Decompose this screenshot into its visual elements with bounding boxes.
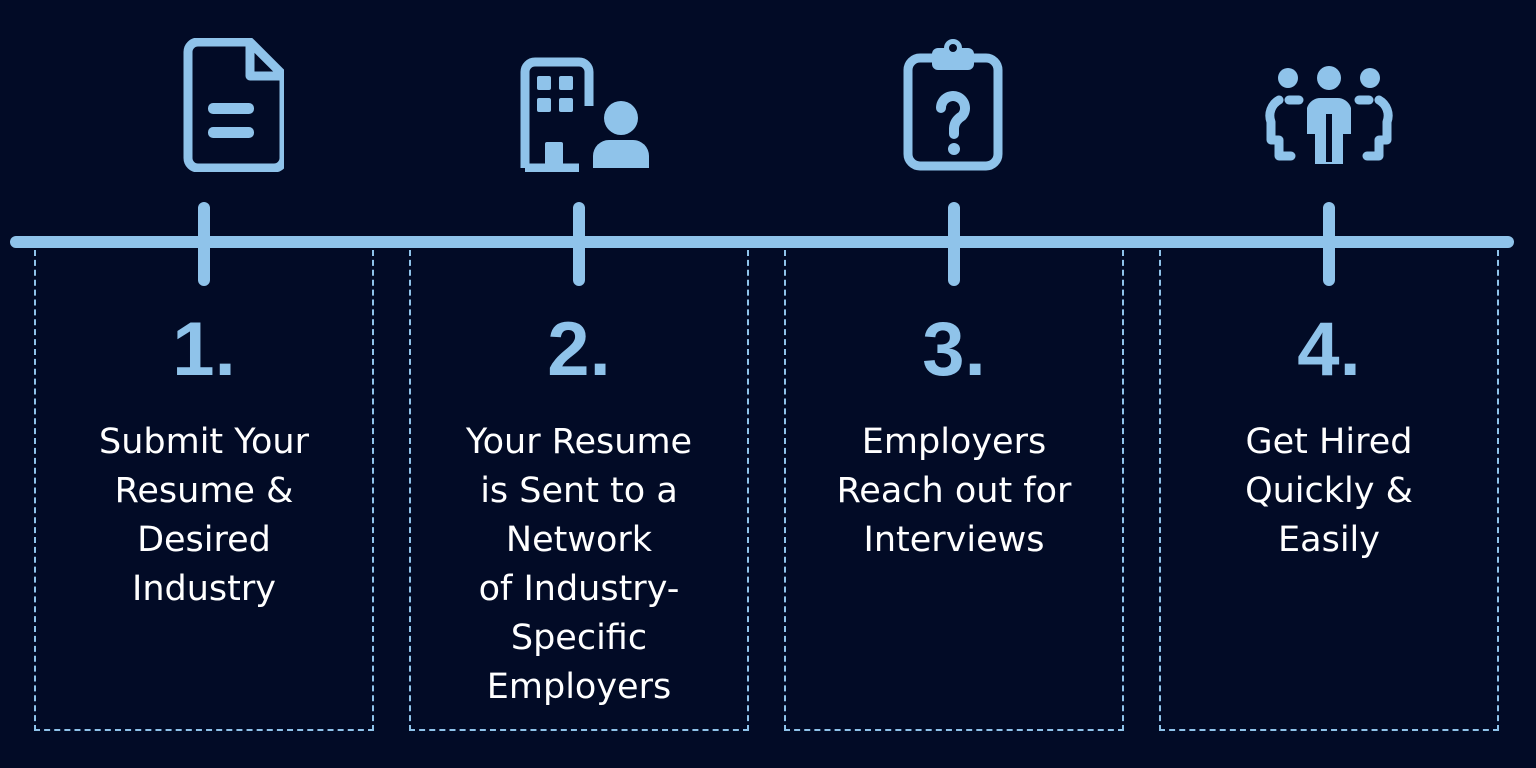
step-box <box>1159 250 1499 731</box>
clipboard-question-icon <box>874 38 1034 172</box>
step-2: 2. Your Resume is Sent to a Network of I… <box>409 0 749 768</box>
step-4: 4. Get Hired Quickly & Easily <box>1159 0 1499 768</box>
step-1: 1. Submit Your Resume & Desired Industry <box>34 0 374 768</box>
timeline-tick <box>948 202 960 286</box>
timeline-line <box>10 236 1514 248</box>
step-box <box>784 250 1124 731</box>
step-description: Employers Reach out for Interviews <box>836 422 1072 560</box>
timeline-tick <box>1323 202 1335 286</box>
step-number: 4. <box>1297 307 1361 392</box>
step-description: Your Resume is Sent to a Network of Indu… <box>465 422 693 707</box>
timeline-tick <box>198 202 210 286</box>
timeline-tick <box>573 202 585 286</box>
step-number: 3. <box>922 307 986 392</box>
building-person-icon <box>499 38 659 172</box>
step-number: 2. <box>547 307 611 392</box>
step-description: Submit Your Resume & Desired Industry <box>99 422 309 609</box>
step-description: Get Hired Quickly & Easily <box>1245 422 1413 560</box>
step-box <box>34 250 374 731</box>
document-icon <box>124 38 284 172</box>
step-box <box>409 250 749 731</box>
step-number: 1. <box>172 307 236 392</box>
step-3: 3. Employers Reach out for Interviews <box>784 0 1124 768</box>
group-icon <box>1249 38 1409 172</box>
